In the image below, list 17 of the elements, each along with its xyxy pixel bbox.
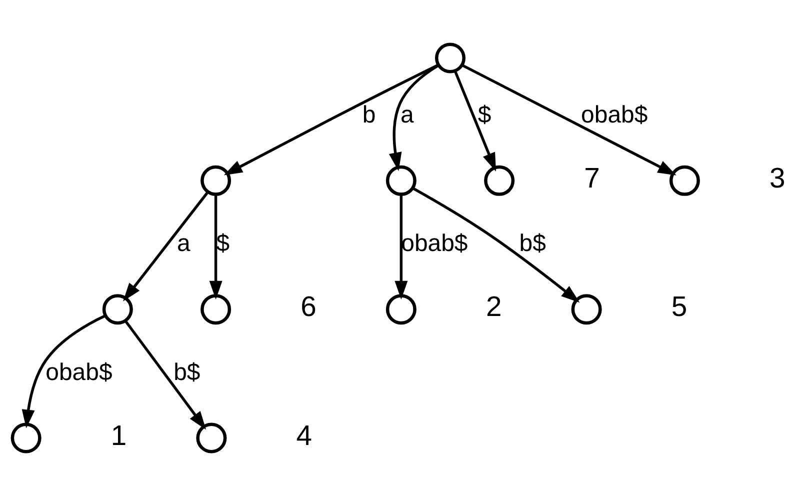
- edge-label: b$: [174, 358, 200, 386]
- edge-label: $: [216, 230, 230, 258]
- node-label: 7: [584, 162, 600, 195]
- edge-label: obab$: [581, 101, 648, 128]
- edge-label: a: [176, 230, 190, 258]
- node-label: 3: [770, 162, 786, 195]
- edge-label: b: [362, 101, 376, 128]
- edge-label: a: [400, 101, 414, 128]
- node-label: 1: [110, 420, 127, 452]
- node-label: 4: [296, 420, 312, 452]
- node-label: 2: [486, 291, 502, 324]
- edge-label: $: [478, 101, 492, 128]
- node-label: 6: [300, 291, 316, 324]
- edge-label: obab$: [46, 358, 112, 386]
- node-label: 5: [671, 291, 688, 324]
- edge-label: b$: [519, 230, 546, 258]
- edge-label: obab$: [401, 230, 468, 258]
